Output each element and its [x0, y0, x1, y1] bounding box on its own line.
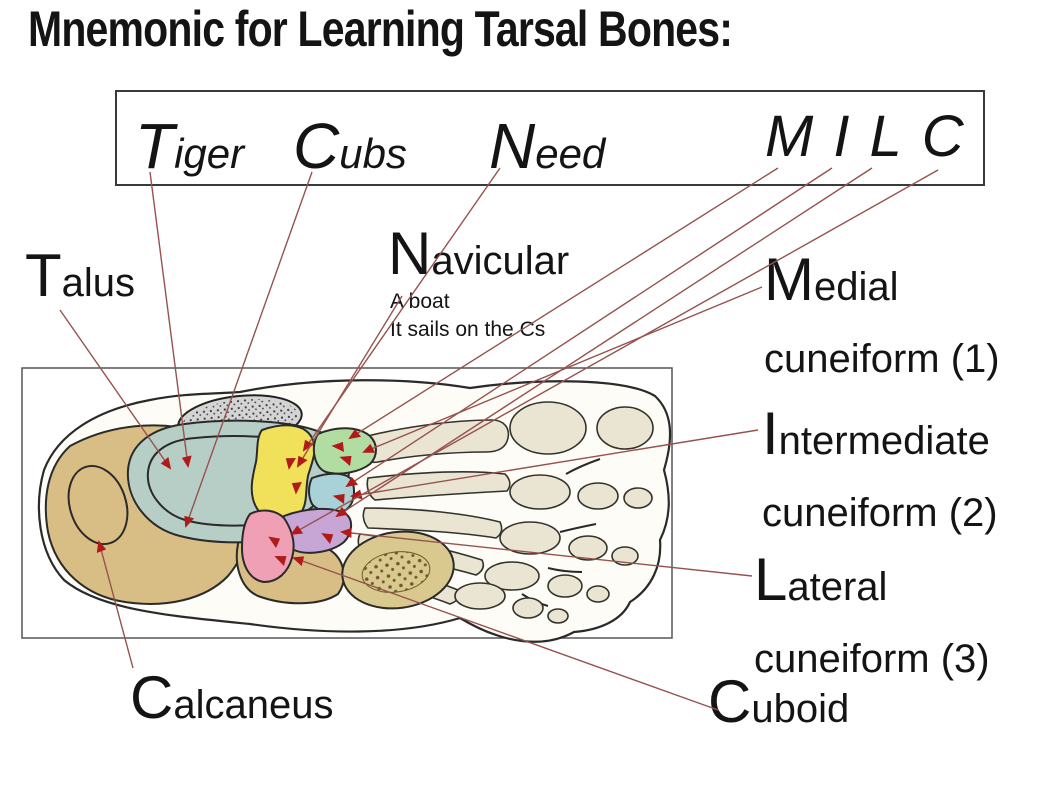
mnemonic-letter-m: M [765, 104, 814, 169]
mnemonic-word-cubs: Cubs [293, 110, 407, 182]
mnemonic-letters-milc: M I L C [765, 103, 964, 170]
mnemonic-letter-c: C [921, 104, 964, 169]
label-medial-cuneiform: Medial cuneiform (1) [764, 246, 1000, 381]
navicular-note-line1: A boat [390, 290, 450, 313]
label-calcaneus: Calcaneus [130, 664, 334, 731]
mnemonic-word-tiger: Tiger [135, 110, 245, 182]
page-title: Mnemonic for Learning Tarsal Bones: [28, 1, 733, 57]
label-talus: Talus [25, 242, 136, 309]
label-lateral-cuneiform: Lateral cuneiform (3) [754, 546, 990, 681]
label-intermediate-cuneiform: Intermediate cuneiform (2) [762, 400, 998, 535]
bone-cuboid [240, 509, 295, 584]
navicular-note-line2: It sails on the Cs [390, 318, 546, 341]
label-navicular: Navicular [388, 220, 570, 287]
bone-intermediate-cuneiform [308, 472, 355, 513]
mnemonic-box: Tiger Cubs Need M I L C [115, 90, 985, 186]
label-cuboid: Cuboid [708, 668, 850, 735]
mnemonic-letter-l: L [869, 104, 902, 169]
bone-navicular [250, 424, 316, 522]
bone-medial-cuneiform [312, 427, 377, 475]
mnemonic-word-need: Need [489, 110, 606, 182]
label-navicular-note: A boat It sails on the Cs [390, 288, 545, 344]
mnemonic-letter-i: I [833, 104, 850, 169]
